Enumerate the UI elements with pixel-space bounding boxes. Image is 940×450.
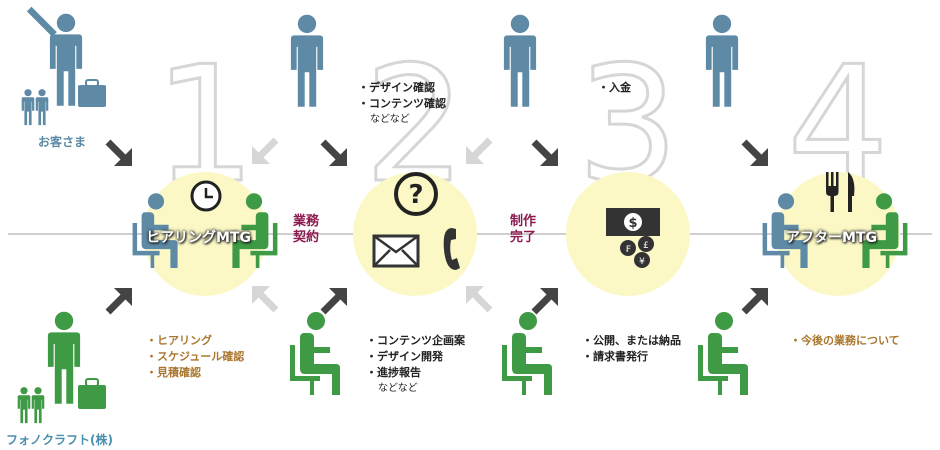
question-icon: ? [394,172,438,216]
client-arrow-2 [323,142,347,166]
return-arrow-bottom-2 [466,286,490,310]
company-tasks-step1: ・ヒアリング ・スケジュール確認 ・見積確認 [146,333,244,381]
company-figure-step3 [502,312,552,395]
svg-text:$: $ [628,216,637,231]
company-task: ・進捗報告 [366,366,421,379]
client-task: ・デザイン確認 [358,81,435,94]
client-task: ・コンテンツ確認 [358,97,446,110]
client-arrow-3 [534,142,558,166]
client-tasks-step2: ・デザイン確認 ・コンテンツ確認 などなど [358,80,446,128]
company-task: ・今後の業務について [790,334,900,347]
transition-contract-line1: 業務 [293,214,320,229]
money-icon: $ ₣ £ ¥ [606,208,660,268]
company-figure-step2 [290,312,340,395]
circle-label-step4: アフターMTG [786,230,877,246]
transition-complete-line2: 完了 [510,230,537,245]
company-tasks-step3: ・公開、または納品 ・請求書発行 [582,333,681,365]
company-group-icon [17,311,106,424]
company-tasks-step2: ・コンテンツ企画案 ・デザイン開発 ・進捗報告 などなど [366,333,465,397]
svg-text:₣: ₣ [625,245,631,255]
clock-icon [190,180,222,212]
transition-complete-line1: 制作 [510,214,537,229]
company-arrow-3 [534,288,558,312]
company-task: ・請求書発行 [582,350,648,363]
company-arrow-2 [323,288,347,312]
envelope-icon [372,234,420,268]
circle-label-step1: ヒアリングMTG [146,230,251,246]
transition-complete: 制作 完了 [510,214,536,246]
company-tasks-step4: ・今後の業務について [790,333,900,349]
client-task: ・入金 [598,81,631,94]
client-label: お客さま [38,135,87,149]
company-task: ・スケジュール確認 [146,350,245,363]
transition-contract-line2: 契約 [293,230,320,245]
client-figure-step2 [290,14,324,107]
company-task: ・コンテンツ企画案 [366,334,465,347]
company-arrow-1 [108,288,132,312]
client-figure-step4 [705,14,739,107]
client-figure-step3 [503,14,537,107]
client-arrow-1 [108,142,132,166]
company-figure-step4 [698,312,748,395]
phone-icon [443,228,460,270]
svg-text:£: £ [643,241,649,251]
svg-text:¥: ¥ [639,257,645,267]
client-task-etc: などなど [370,114,410,125]
company-label: フォノクラフト(株) [6,433,113,447]
transition-contract: 業務 契約 [293,214,319,246]
company-task: ・ヒアリング [146,334,212,347]
company-task: ・公開、または納品 [582,334,681,347]
client-group-icon [21,6,106,126]
return-arrow-bottom-1 [252,286,276,310]
company-task: ・デザイン開発 [366,350,443,363]
company-task: ・見積確認 [146,366,201,379]
company-task-etc: などなど [378,383,418,394]
company-arrow-4 [744,288,768,312]
client-arrow-4 [744,142,768,166]
svg-text:?: ? [408,180,423,210]
fork-knife-icon [826,172,855,212]
client-tasks-step3: ・入金 [598,80,631,96]
return-arrow-top-2 [466,140,490,164]
